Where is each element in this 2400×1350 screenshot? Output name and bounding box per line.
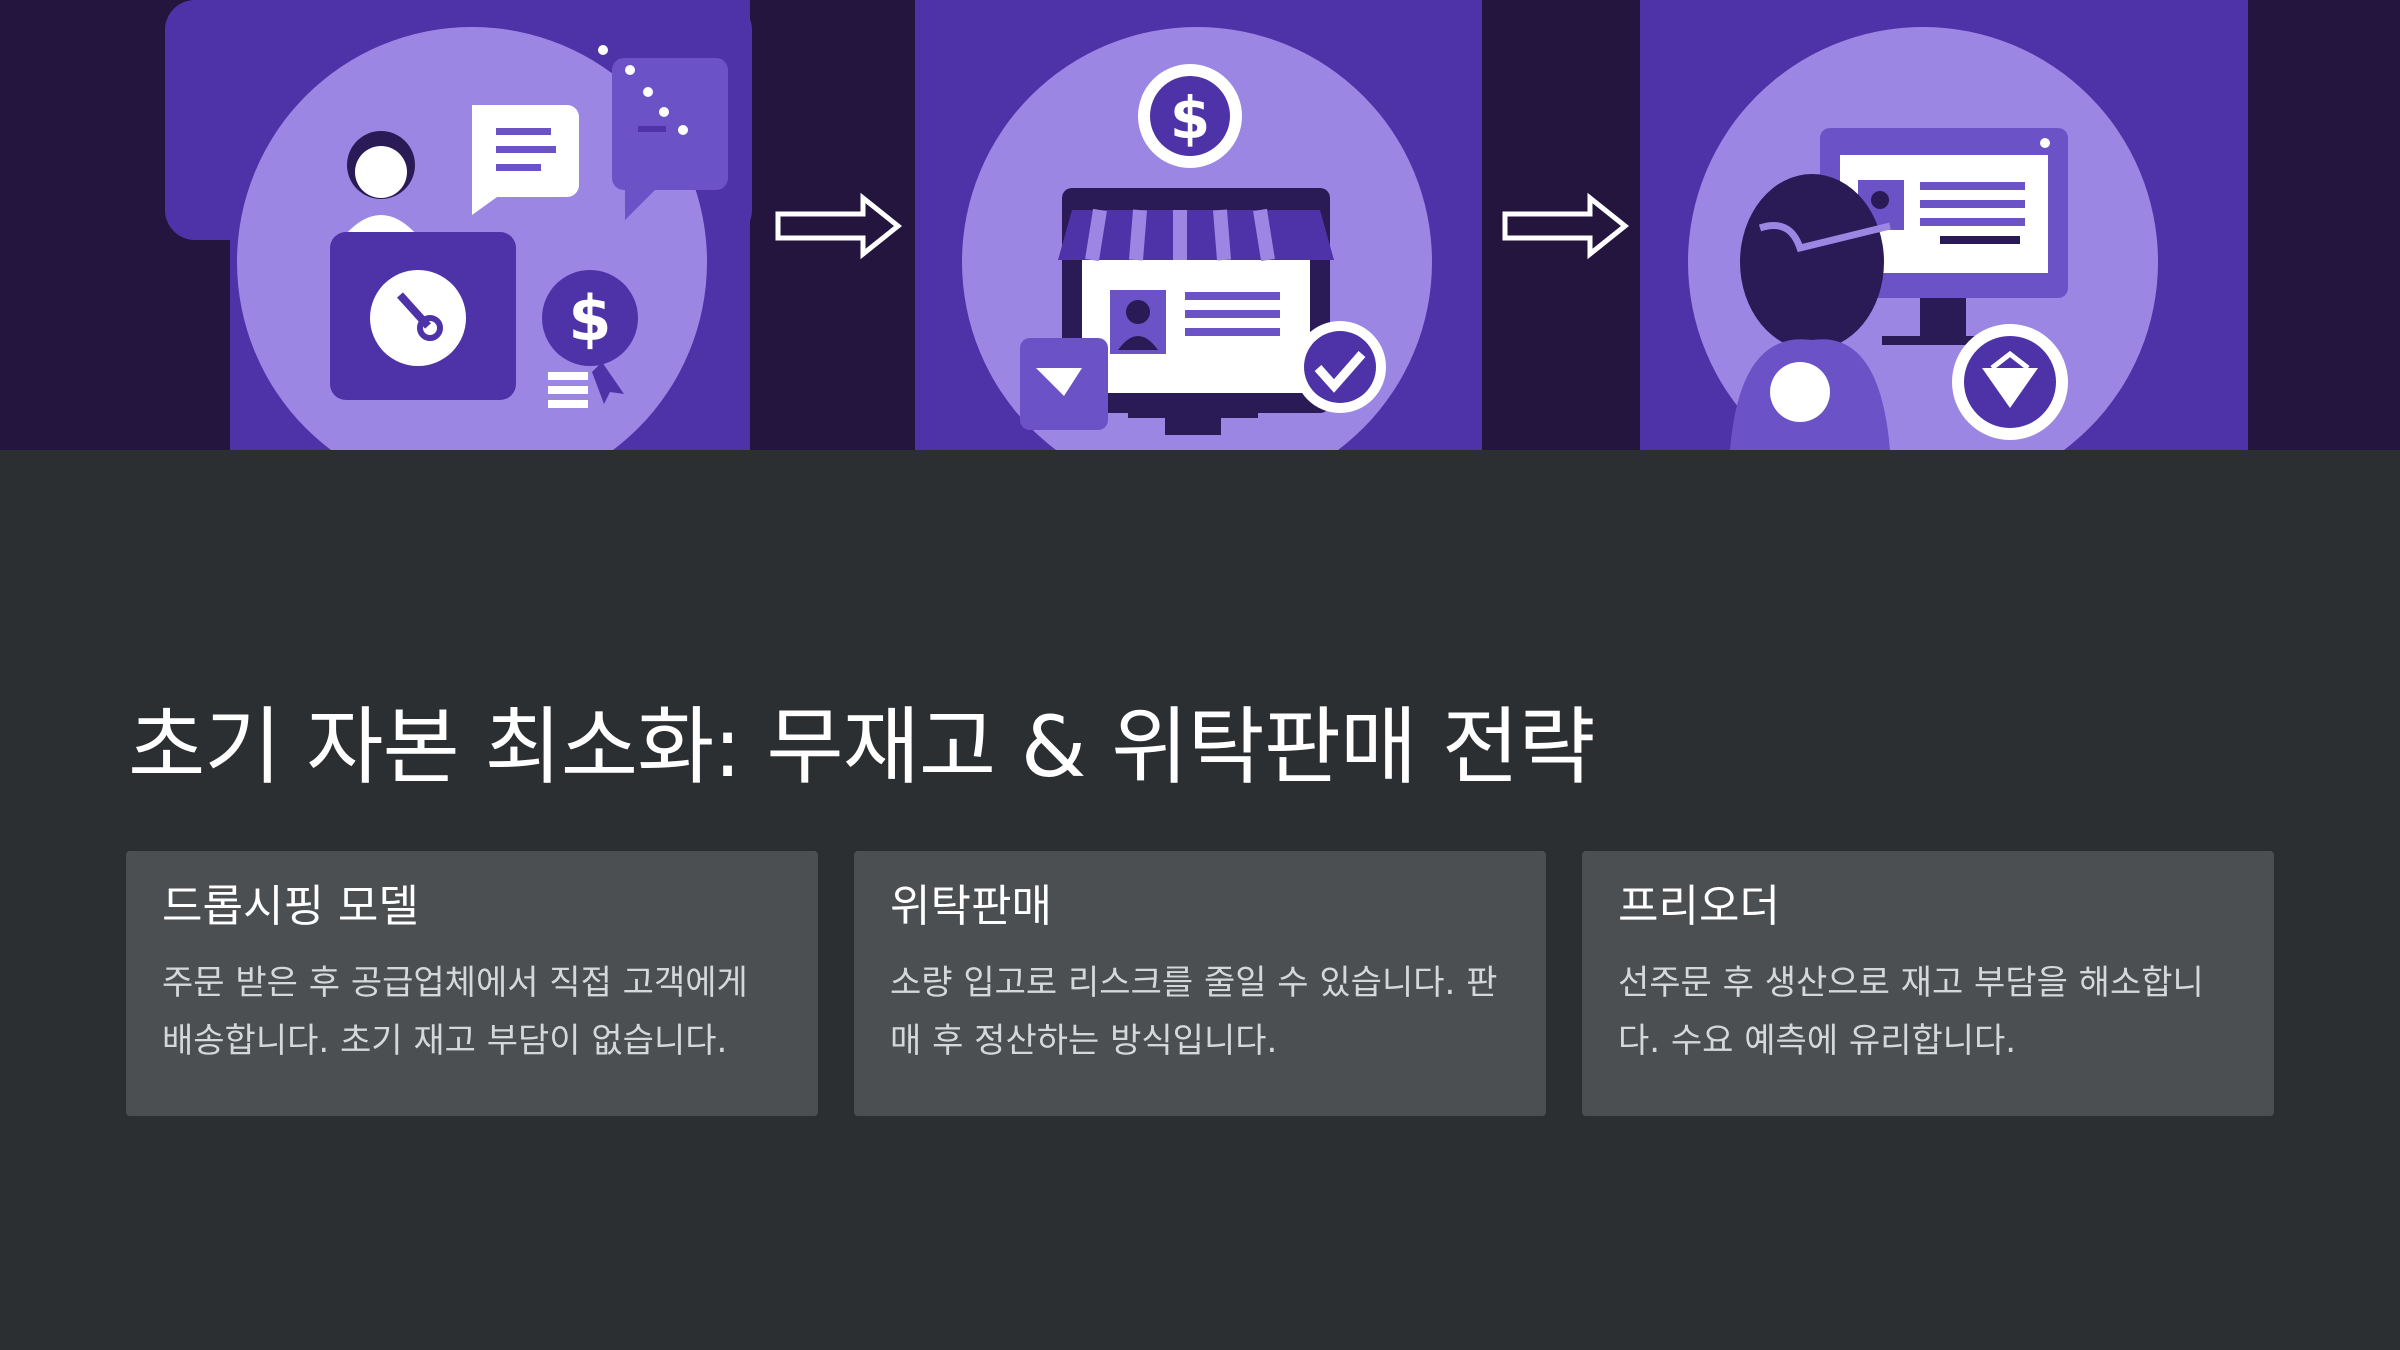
support-agent-icon: $ [165,0,752,450]
card-preorder: 프리오더 선주문 후 생산으로 재고 부담을 해소합니다. 수요 예측에 유리합… [1582,851,2274,1116]
card-title: 위탁판매 [890,881,1052,932]
card-dropshipping: 드롭시핑 모델 주문 받은 후 공급업체에서 직접 고객에게 배송합니다. 초기… [126,851,818,1116]
hero-illustration: $ $ [0,0,2400,450]
svg-text:$: $ [568,282,611,355]
card-consignment: 위탁판매 소량 입고로 리스크를 줄일 수 있습니다. 판매 후 정산하는 방식… [854,851,1546,1116]
right-arrow-icon [1502,192,1630,260]
card-body: 주문 받은 후 공급업체에서 직접 고객에게 배송합니다. 초기 재고 부담이 … [162,962,748,1061]
customer-browsing-icon [1640,0,2248,450]
page-title: 초기 자본 최소화: 무재고 & 위탁판매 전략 [128,698,1595,796]
right-arrow-icon [775,192,903,260]
online-store-icon: $ [915,0,1482,450]
card-title: 프리오더 [1618,881,1780,932]
svg-text:$: $ [1170,84,1210,152]
card-body: 소량 입고로 리스크를 줄일 수 있습니다. 판매 후 정산하는 방식입니다. [890,962,1498,1061]
card-body: 선주문 후 생산으로 재고 부담을 해소합니다. 수요 예측에 유리합니다. [1618,962,2204,1061]
card-title: 드롭시핑 모델 [162,881,419,932]
